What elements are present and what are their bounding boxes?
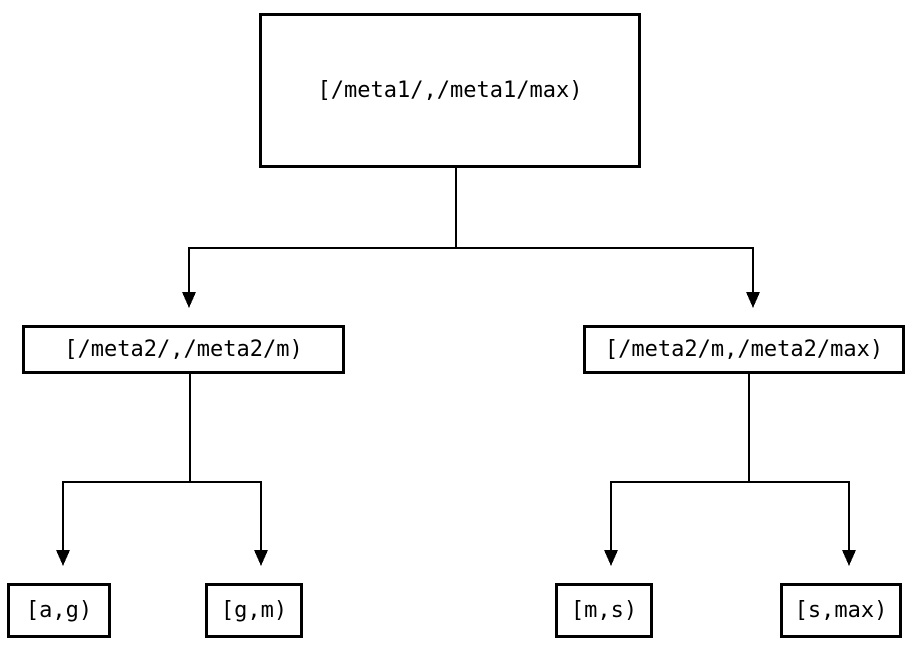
edge-right-child-to-leaves — [604, 374, 856, 566]
tree-node-leaf-m-s-label: [m,s) — [570, 597, 638, 623]
tree-node-leaf-a-g-label: [a,g) — [25, 597, 93, 623]
tree-node-leaf-s-max: [s,max) — [780, 583, 902, 638]
arrow-down-icon — [182, 292, 196, 308]
tree-node-left-child-label: [/meta2/,/meta2/m) — [64, 336, 303, 362]
tree-node-leaf-g-m: [g,m) — [205, 583, 303, 638]
edge-root-to-children — [182, 168, 760, 308]
tree-node-root: [/meta1/,/meta1/max) — [259, 13, 641, 168]
tree-node-right-child-label: [/meta2/m,/meta2/max) — [604, 336, 884, 362]
arrow-down-icon — [604, 550, 618, 566]
arrow-down-icon — [254, 550, 268, 566]
tree-node-leaf-m-s: [m,s) — [555, 583, 653, 638]
tree-node-root-label: [/meta1/,/meta1/max) — [317, 77, 583, 103]
arrow-down-icon — [746, 292, 760, 308]
tree-node-leaf-g-m-label: [g,m) — [220, 597, 288, 623]
tree-node-leaf-s-max-label: [s,max) — [794, 597, 888, 623]
tree-node-right-child: [/meta2/m,/meta2/max) — [583, 325, 905, 374]
arrow-down-icon — [56, 550, 70, 566]
edge-left-child-to-leaves — [56, 374, 268, 566]
arrow-down-icon — [842, 550, 856, 566]
tree-node-leaf-a-g: [a,g) — [7, 583, 111, 638]
tree-node-left-child: [/meta2/,/meta2/m) — [22, 325, 345, 374]
